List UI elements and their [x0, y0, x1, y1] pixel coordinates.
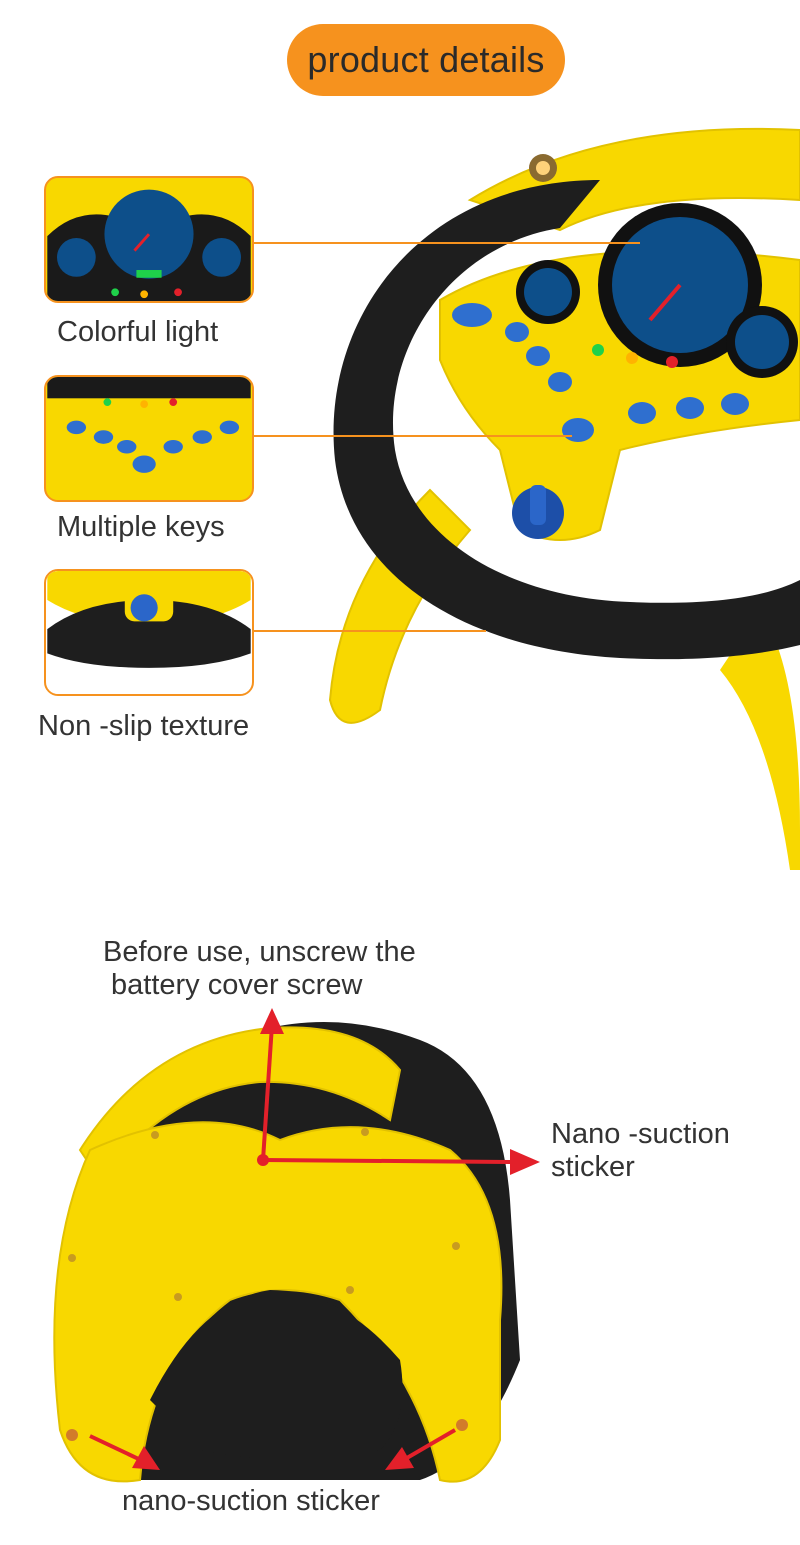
feature-label-colorful-light: Colorful light [57, 316, 219, 348]
suction-label: Nano -suction sticker [551, 1118, 730, 1184]
colorful-light-thumbnail [44, 176, 254, 303]
suction-label-line1: Nano -suction [551, 1118, 730, 1150]
buttons-icon [47, 377, 251, 500]
non-slip-texture-thumbnail [44, 569, 254, 696]
feature-label-multiple-keys: Multiple keys [57, 511, 225, 543]
suction-label-line2: sticker [551, 1151, 635, 1183]
wheel-back-illustration [53, 1008, 540, 1483]
bottom-suction-label: nano-suction sticker [122, 1485, 380, 1517]
leader-line-colorful-light [254, 242, 640, 244]
multiple-keys-thumbnail [44, 375, 254, 502]
battery-note-line1: Before use, unscrew the [103, 936, 416, 968]
leader-line-multiple-keys [254, 435, 572, 437]
battery-note: Before use, unscrew the battery cover sc… [103, 936, 416, 1002]
leader-line-non-slip-texture [254, 630, 486, 632]
feature-label-non-slip-texture: Non -slip texture [38, 710, 250, 742]
wheel-grip-icon [47, 571, 251, 694]
speedometer-icon [47, 178, 251, 301]
battery-note-line2: battery cover screw [111, 969, 363, 1001]
page-title: product details [287, 24, 565, 96]
